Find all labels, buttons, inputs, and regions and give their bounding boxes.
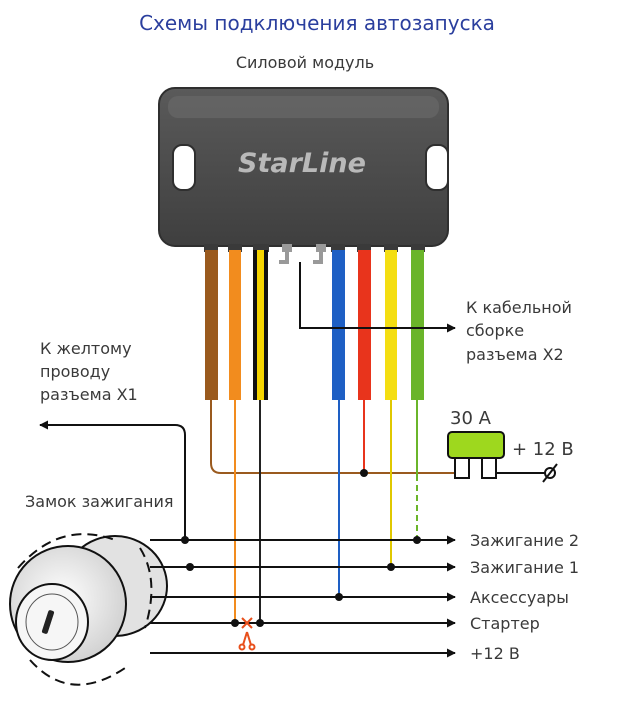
fuse-rating: 30 А [450, 408, 492, 429]
ignition-key-icon [9, 533, 168, 686]
wire-orange [229, 250, 241, 400]
wire-yellow-black [253, 250, 268, 400]
output-accessories: Аксессуары [470, 588, 569, 607]
output-lines [150, 535, 456, 658]
x1-arrow-line [39, 420, 186, 540]
wire-brown [205, 250, 218, 400]
mounting-hole-right [425, 144, 449, 191]
wire-blue [332, 250, 345, 400]
power-module: StarLine [158, 87, 449, 252]
module-wires [205, 250, 424, 400]
x2-label: К кабельной сборке разъема X2 [466, 298, 572, 364]
x1-label: К желтому проводу разъема X1 [40, 339, 138, 404]
fuse [447, 431, 558, 483]
wire-yellow [385, 250, 397, 400]
output-plus-12v: +12 В [470, 644, 520, 663]
thin-wire-brown [210, 400, 458, 474]
page-title: Схемы подключения автозапуска [139, 11, 495, 35]
mounting-hole-left [172, 144, 196, 191]
output-ignition-2: Зажигание 2 [470, 531, 579, 550]
svg-text:разъема X2: разъема X2 [466, 345, 564, 364]
wire-red [358, 250, 371, 400]
svg-text:проводу: проводу [40, 362, 110, 381]
starline-logo: StarLine [238, 148, 366, 179]
ignition-lock-label: Замок зажигания [25, 492, 174, 511]
scissors-icon [238, 617, 256, 651]
svg-text:сборке: сборке [466, 321, 524, 340]
wire-green [411, 250, 424, 400]
output-labels: Зажигание 2 Зажигание 1 Аксессуары Старт… [470, 531, 579, 663]
x2-connector-wires [279, 252, 323, 264]
output-starter: Стартер [470, 614, 540, 633]
output-ignition-1: Зажигание 1 [470, 558, 579, 577]
x2-arrow-line [299, 262, 456, 333]
svg-text:разъема X1: разъема X1 [40, 385, 138, 404]
ground-symbol-icon [542, 463, 558, 483]
svg-text:К кабельной: К кабельной [466, 298, 572, 317]
fuse-supply: + 12 В [512, 439, 574, 460]
svg-text:К желтому: К желтому [40, 339, 132, 358]
module-label: Силовой модуль [236, 53, 374, 72]
